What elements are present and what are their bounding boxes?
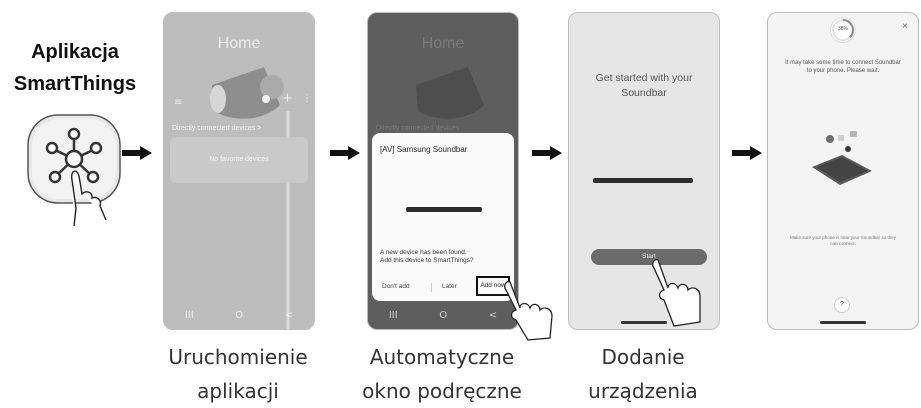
connecting-message-line1: It may take some time to connect Soundba…	[785, 60, 901, 66]
progress-ring: 38%	[830, 17, 856, 43]
button-divider	[431, 283, 432, 292]
phone-screen-popup: Home Directly connected devices [AV] Sam…	[367, 12, 519, 330]
empty-favorites-card: No favorite devices	[170, 137, 308, 183]
connecting-message: It may take some time to connect Soundba…	[768, 59, 918, 75]
back-button[interactable]: <	[488, 309, 498, 321]
nav-bar: III O <	[164, 301, 314, 329]
soundbar-image	[593, 178, 693, 183]
nav-bar: III O <	[368, 301, 518, 329]
arrow-right-icon	[732, 146, 762, 160]
dialog-title: [AV] Samsung Soundbar	[380, 145, 468, 154]
home-title: Home	[217, 35, 261, 52]
smartthings-app-icon[interactable]	[20, 110, 130, 230]
get-started-title-line2: Soundbar	[621, 87, 667, 99]
arrow-right-icon	[122, 146, 152, 160]
empty-favorites-label: No favorite devices	[209, 156, 269, 163]
tapping-hand-icon	[652, 258, 701, 327]
progress-label: 38%	[837, 26, 848, 32]
proximity-hint-line2: can connect.	[830, 241, 856, 246]
dialog-message: A new device has been found. Add this de…	[380, 249, 474, 265]
home-icon[interactable]	[262, 95, 270, 103]
proximity-hint-line1: Make sure your phone is near your Soundb…	[789, 235, 897, 240]
get-started-title-line1: Get started with your	[595, 72, 693, 84]
phone-screen-connecting: 38% × It may take some time to connect S…	[767, 12, 919, 330]
home-indicator	[621, 321, 667, 324]
start-button[interactable]: Start	[591, 249, 707, 265]
phone-screen-home: Home ≡ + ⋮ Directly connected devices > …	[163, 12, 315, 330]
later-button[interactable]: Later	[442, 283, 457, 290]
help-button[interactable]: ?	[834, 297, 850, 313]
caption-add-device-line2: urządzenia	[588, 379, 698, 403]
home-indicator	[820, 321, 866, 324]
add-icon[interactable]: +	[282, 91, 293, 106]
chevron-right-icon: >	[257, 125, 262, 132]
dialog-message-line1: A new device has been found.	[380, 249, 467, 256]
home-title-dimmed: Home	[421, 35, 465, 52]
caption-auto-popup-line2: okno podręczne	[362, 379, 522, 403]
dont-add-button[interactable]: Don't add	[382, 283, 410, 290]
home-button[interactable]: O	[439, 309, 448, 321]
menu-icon[interactable]: ≡	[174, 97, 183, 108]
app-title-line2: SmartThings	[13, 73, 137, 95]
phone-screen-get-started: Get started with your Soundbar Start	[568, 12, 720, 330]
help-icon: ?	[840, 301, 844, 308]
phone-devices-illustration	[812, 131, 872, 185]
dialog-message-line2: Add this device to SmartThings?	[380, 257, 474, 264]
lamp-illustration	[210, 67, 290, 329]
more-options-icon[interactable]: ⋮	[302, 93, 312, 104]
caption-launch-app: Uruchomienie aplikacji	[153, 340, 323, 408]
recent-apps-button[interactable]: III	[388, 309, 398, 321]
arrow-right-icon	[330, 146, 360, 160]
recent-apps-button[interactable]: III	[184, 309, 194, 321]
close-icon[interactable]: ×	[902, 21, 908, 32]
caption-auto-popup-line1: Automatyczne	[369, 345, 515, 369]
home-button[interactable]: O	[235, 309, 244, 321]
app-title-line1: Aplikacja	[31, 41, 119, 63]
new-device-dialog: [AV] Samsung Soundbar A new device has b…	[372, 133, 514, 301]
connecting-message-line2: to your phone. Please wait.	[806, 68, 880, 74]
soundbar-image	[406, 207, 482, 212]
caption-auto-popup: Automatyczne okno podręczne	[357, 340, 527, 408]
back-button[interactable]: <	[284, 309, 294, 321]
caption-add-device: Dodanie urządzenia	[558, 340, 728, 408]
section-header[interactable]: Directly connected devices >	[172, 125, 261, 132]
caption-launch-app-line2: aplikacji	[197, 379, 279, 403]
start-button-label: Start	[642, 253, 656, 260]
get-started-title: Get started with your Soundbar	[569, 71, 719, 101]
lamp-illustration-dimmed	[416, 67, 484, 119]
arrow-right-icon	[532, 146, 562, 160]
caption-launch-app-line1: Uruchomienie	[168, 345, 308, 369]
section-label-dimmed: Directly connected devices	[376, 125, 460, 132]
tapping-hand-icon	[504, 280, 553, 341]
section-label: Directly connected devices	[172, 125, 256, 132]
caption-add-device-line1: Dodanie	[601, 345, 685, 369]
app-title: Aplikacja SmartThings	[0, 36, 150, 100]
proximity-hint: Make sure your phone is near your Soundb…	[768, 235, 918, 247]
